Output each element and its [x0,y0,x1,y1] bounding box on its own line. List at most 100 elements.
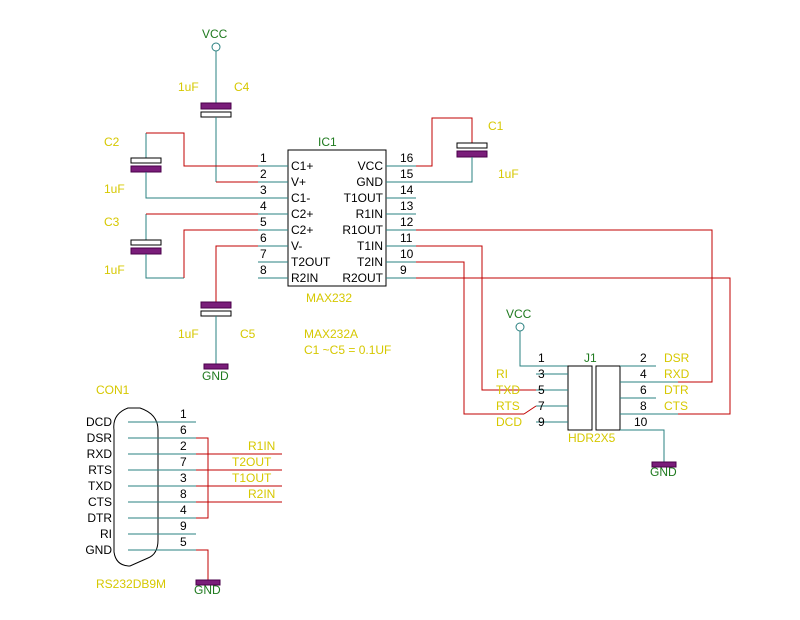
gnd-c5-label: GND [202,369,229,383]
db9-pin-1: 1 [180,407,187,421]
ic-pin-7-name: T2OUT [291,255,331,269]
max232-ic: IC1 MAX232 MAX232A C1 ~C5 = 0.1UF 1 [258,135,416,357]
c3-ref: C3 [104,215,120,229]
net-t2out: T2OUT [232,455,272,469]
ic-pin-11-num: 11 [400,231,413,245]
c1-value: 1uF [498,167,519,181]
c3-plate-b [130,247,162,255]
gnd-header-bar [651,461,677,468]
ic-pin-5-name: C2+ [291,223,313,237]
c4-value: 1uF [178,80,199,94]
ic-pin-1-num: 1 [260,151,267,165]
db9-sig-dcd: DCD [86,415,112,429]
vcc-header-terminal [515,322,525,332]
db9-pin-5: 5 [180,535,187,549]
c1-plate-b [456,150,488,158]
ic-pin-13-name: R1IN [356,207,383,221]
db9-pin-4: 4 [180,503,187,517]
db9-pin-3: 3 [180,471,187,485]
ic-pin-7-num: 7 [260,247,267,261]
ic-pin-9-num: 9 [400,263,407,277]
j1-ref: J1 [584,351,597,365]
wire-c2minus [183,229,258,278]
c2-ref: C2 [104,135,120,149]
ic-pin-9-name: R2OUT [342,271,383,285]
wire-r1out [416,229,713,383]
db9-sig-gnd: GND [85,543,112,557]
vcc-header-label: VCC [506,307,532,321]
db9-sig-txd: TXD [88,479,112,493]
net-r1in: R1IN [248,439,275,453]
ic-pin-1-name: C1+ [291,159,313,173]
ic-pin-6-name: V- [291,239,302,253]
ic-pin-3-name: C1- [291,191,310,205]
j1-body-left [567,365,593,431]
wire-r2out [416,277,731,415]
c1-plate-a [456,142,488,149]
db9-shell [113,407,159,567]
j1-label-rts: RTS [496,399,520,413]
net-r2in: R2IN [248,487,275,501]
db9-sig-cts: CTS [88,495,112,509]
wire-dsr-dtr [196,437,209,519]
c4-ref: C4 [234,80,250,94]
j1-label-txd: TXD [496,383,520,397]
db9-ref: CON1 [96,383,130,397]
ic-pin-2-num: 2 [260,167,267,181]
c2-plate-a [130,157,162,164]
ic-pin-15-num: 15 [400,167,414,181]
j1-pin-7: 7 [538,399,545,413]
ic-body [287,149,387,287]
c4-plate-a [200,102,232,110]
db9-pin-8: 8 [180,487,187,501]
net-t1out: T1OUT [232,471,272,485]
capacitor-c1: C1 1uF [416,117,519,183]
c5-plate-b [200,310,232,317]
ic-pin-10-name: T2IN [357,255,383,269]
db9-pin-2: 2 [180,439,187,453]
j1-label-dtr: DTR [664,383,689,397]
ic-pin-13-num: 13 [400,199,414,213]
ic-pin-2-name: V+ [291,175,306,189]
capacitor-c2: C2 1uF [104,133,258,199]
c4-plate-b [200,111,232,118]
j1-pin-4: 4 [640,367,647,381]
db9-sig-ri: RI [100,527,112,541]
c3-value: 1uF [104,263,125,277]
ic-pin-16-name: VCC [358,159,384,173]
ic-pin-6-num: 6 [260,231,267,245]
ic-pin-8-name: R2IN [291,271,318,285]
j1-pin-5: 5 [538,383,545,397]
j1-pin-6: 6 [640,383,647,397]
ic-ref: IC1 [318,135,337,149]
j1-pin-1: 1 [538,351,545,365]
db9-sig-rxd: RXD [87,447,113,461]
c2-plate-b [130,165,162,173]
db9-part: RS232DB9M [96,577,166,591]
ic-pin-8-num: 8 [260,263,267,277]
ic-pin-15-name: GND [356,175,383,189]
ic-pin-14-num: 14 [400,183,414,197]
j1-part: HDR2X5 [568,431,616,445]
ic-right-pin-stubs [386,165,416,279]
db9-sig-rts: RTS [88,463,112,477]
c1-ref: C1 [488,119,504,133]
gnd-c5-bar [203,363,229,370]
c5-ref: C5 [240,327,256,341]
c5-value: 1uF [178,327,199,341]
ic-pin-14-name: T1OUT [344,191,384,205]
ic-note1: MAX232A [304,327,358,341]
ic-pin-11-name: T1IN [357,239,383,253]
j1-pin-9: 9 [538,415,545,429]
j1-label-cts: CTS [664,399,688,413]
header-j1: VCC J1 HDR2X5 1 3 5 7 9 RI TXD RTS DCD [496,307,690,479]
ic-note2: C1 ~C5 = 0.1UF [304,343,391,357]
ic-pin-5-num: 5 [260,215,267,229]
wire-t1in [416,245,524,391]
gnd-symbol-c5: GND [202,363,229,383]
j1-label-rxd: RXD [664,367,690,381]
db9-sig-dsr: DSR [87,431,113,445]
db9-pin-9: 9 [180,519,187,533]
c3-plate-a [130,239,162,246]
